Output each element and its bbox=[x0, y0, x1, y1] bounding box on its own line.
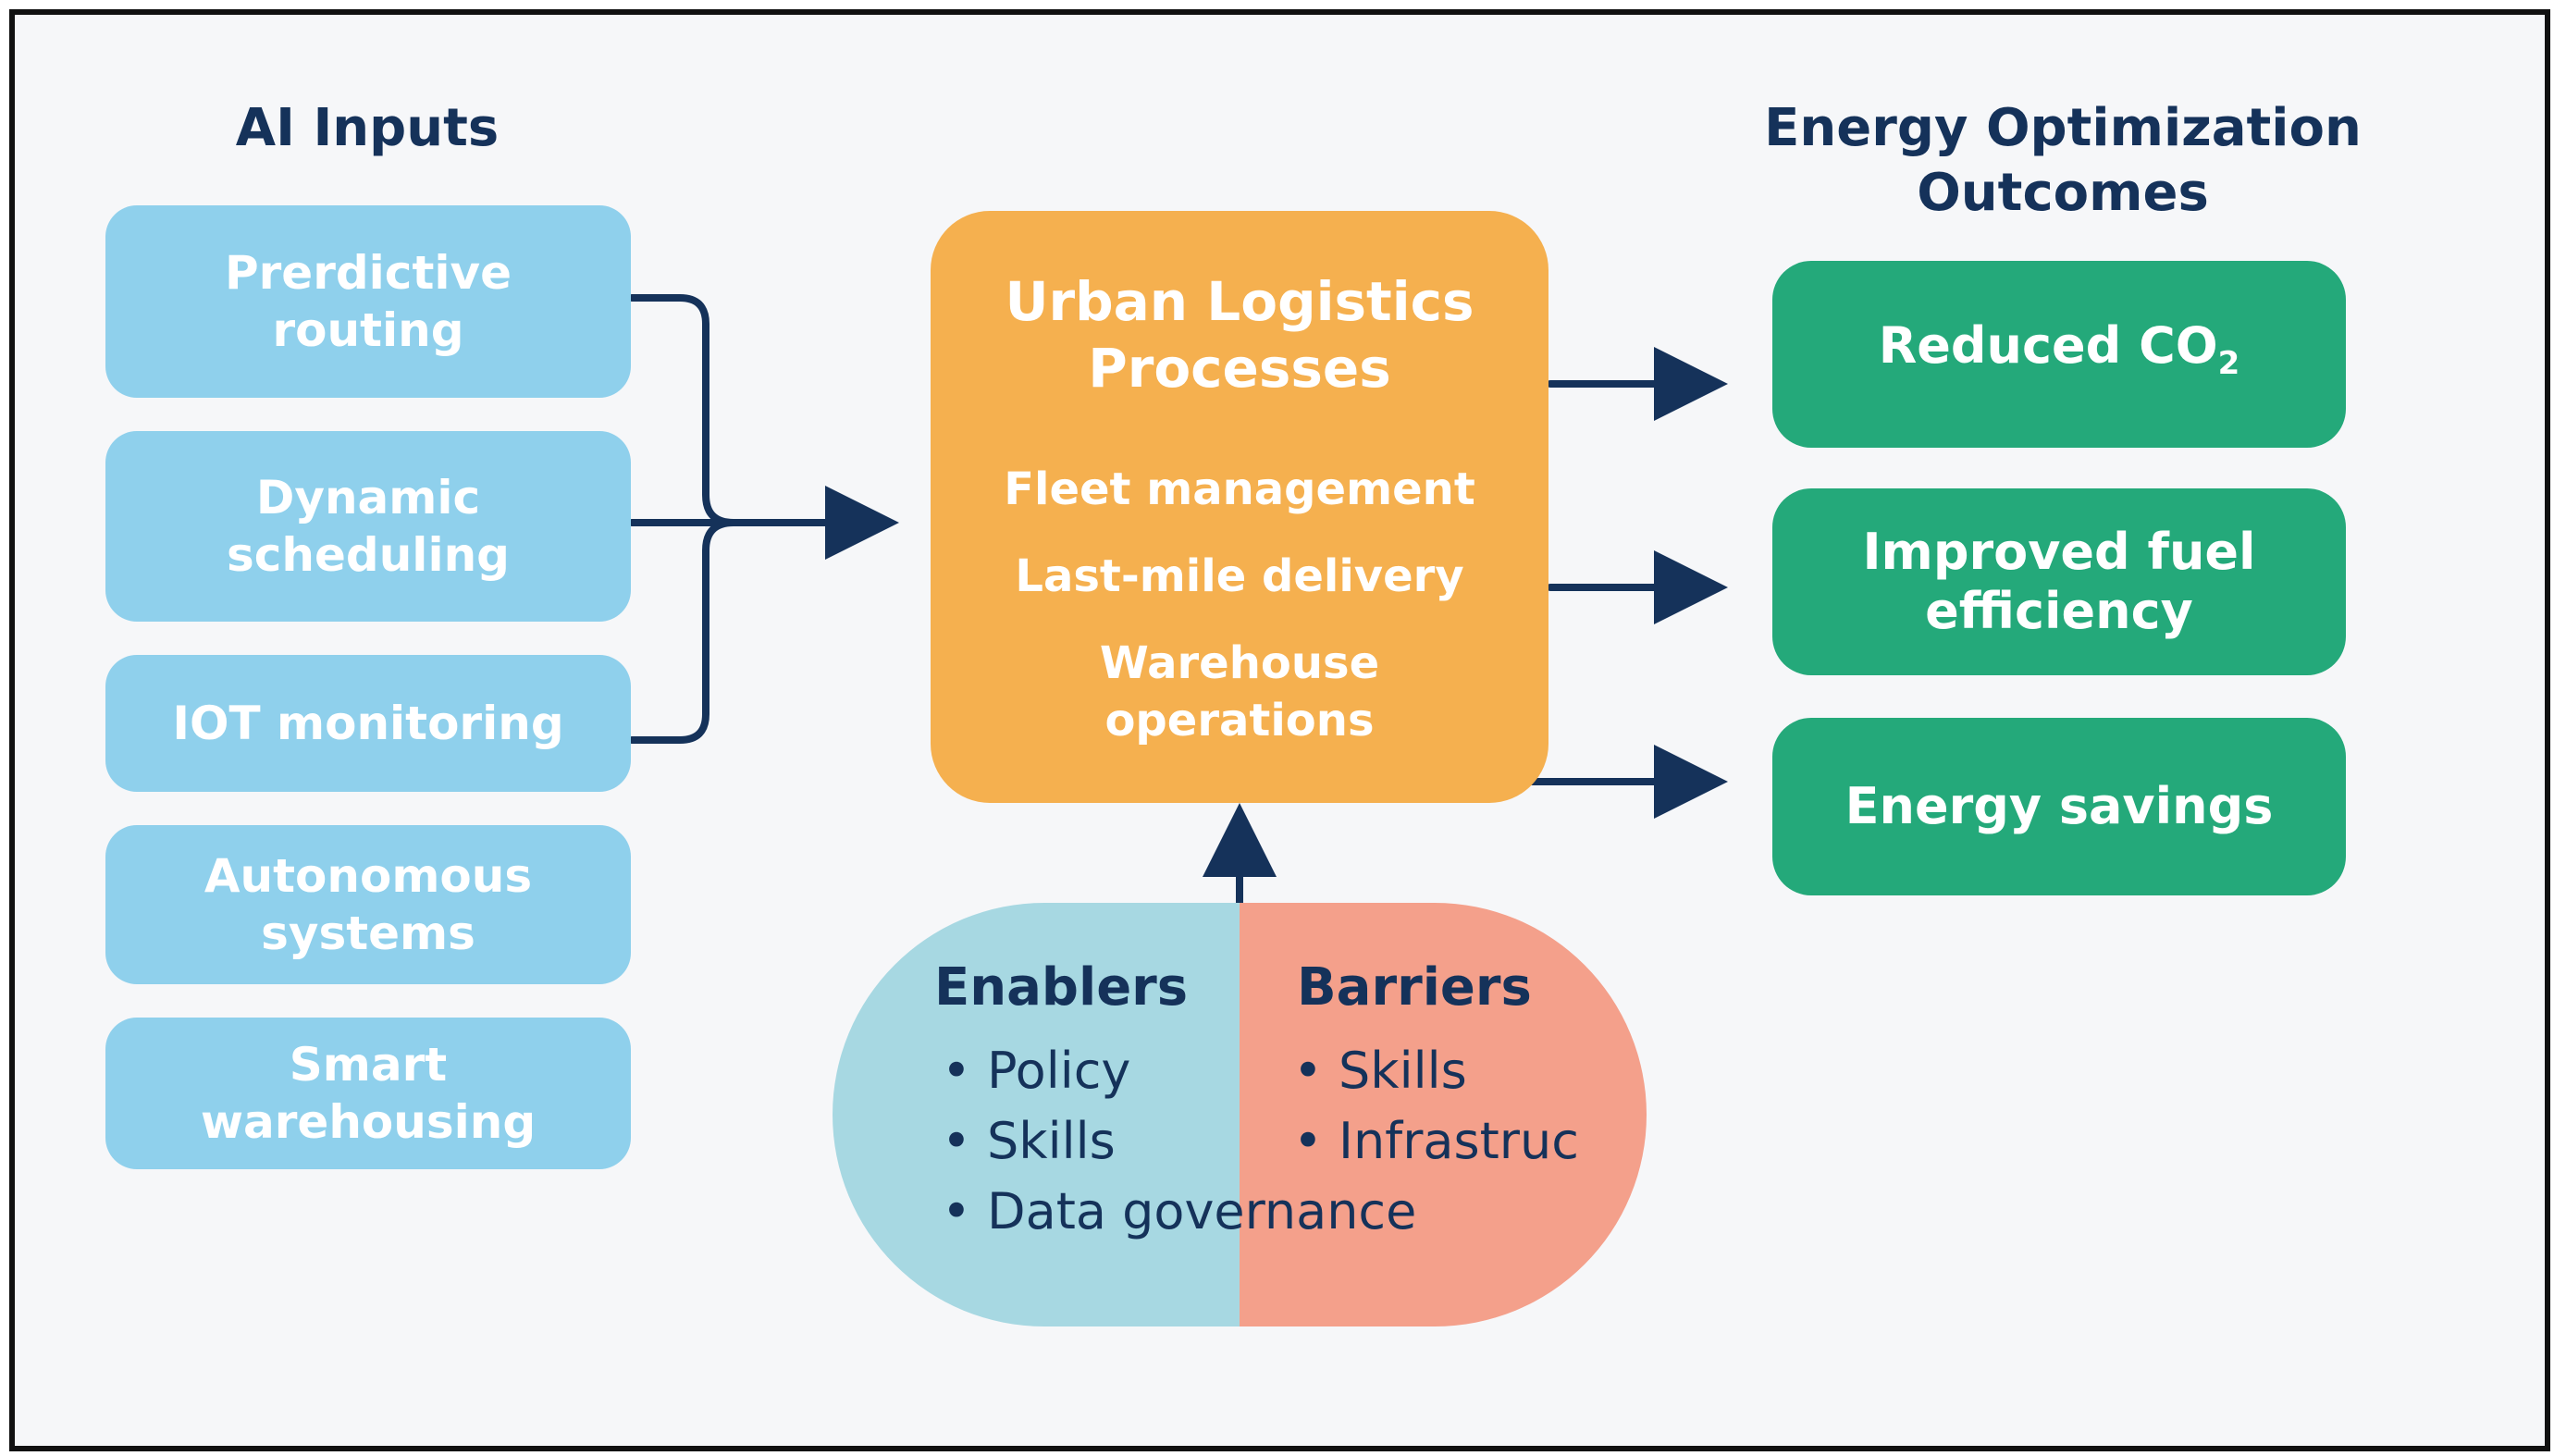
process-item-fleet: Fleet management bbox=[1004, 463, 1475, 515]
input-label-line2: scheduling bbox=[227, 528, 510, 582]
input-dynamic-scheduling: Dynamic scheduling bbox=[105, 431, 631, 622]
process-item-last-mile: Last-mile delivery bbox=[1015, 550, 1464, 602]
process-item-operations: operations bbox=[1104, 695, 1375, 747]
input-smart-warehousing: Smart warehousing bbox=[105, 1018, 631, 1169]
barrier-item: • Infrastruc bbox=[1293, 1112, 1579, 1170]
outcome-improved-fuel-efficiency: Improved fuel efficiency bbox=[1772, 488, 2346, 675]
process-title-line1: Urban Logistics bbox=[1005, 270, 1474, 333]
barrier-item-text: Skills bbox=[1339, 1042, 1467, 1100]
enabler-item: • Data governance bbox=[942, 1182, 1417, 1240]
enabler-item: • Skills bbox=[942, 1112, 1116, 1170]
enabler-item-text: Skills bbox=[987, 1112, 1116, 1170]
input-label-line2: systems bbox=[261, 907, 475, 960]
outcomes-heading-line1: Energy Optimization bbox=[1764, 98, 2362, 158]
urban-logistics-process-box: Urban Logistics Processes Fleet manageme… bbox=[931, 211, 1548, 803]
enabler-item-text: Data governance bbox=[987, 1182, 1417, 1240]
input-autonomous-systems: Autonomous systems bbox=[105, 825, 631, 984]
enablers-half bbox=[833, 903, 1240, 1326]
input-iot-monitoring: IOT monitoring bbox=[105, 655, 631, 792]
outcomes-heading: Energy Optimization Outcomes bbox=[1656, 96, 2470, 226]
ai-inputs-heading: AI Inputs bbox=[235, 98, 500, 158]
outcome-label-text: Reduced CO bbox=[1878, 315, 2218, 375]
bracket-connector bbox=[628, 294, 737, 744]
input-label-line2: routing bbox=[272, 303, 464, 357]
input-label-line2: warehousing bbox=[200, 1095, 537, 1149]
enablers-title: Enablers bbox=[934, 957, 1189, 1018]
barriers-title: Barriers bbox=[1297, 957, 1532, 1018]
barrier-item: • Skills bbox=[1293, 1042, 1467, 1100]
input-label-line1: Dynamic bbox=[255, 471, 481, 524]
process-title-line2: Processes bbox=[1088, 337, 1391, 400]
input-label-line1: Smart bbox=[289, 1038, 448, 1092]
outcomes-heading-line2: Outcomes bbox=[1917, 163, 2209, 223]
process-item-warehouse: Warehouse bbox=[1099, 637, 1380, 689]
outcome-reduced-co2: Reduced CO2 bbox=[1772, 261, 2346, 448]
enabler-item-text: Policy bbox=[987, 1042, 1131, 1100]
outcome-label: Energy savings bbox=[1845, 777, 2274, 835]
input-label-line1: IOT monitoring bbox=[172, 697, 564, 750]
barrier-item-text: Infrastruc bbox=[1339, 1112, 1579, 1170]
outcome-label-line1: Improved fuel bbox=[1862, 523, 2256, 581]
outcome-energy-savings: Energy savings bbox=[1772, 718, 2346, 895]
input-label-line1: Prerdictive bbox=[225, 246, 512, 300]
enablers-barriers-pill bbox=[833, 903, 1647, 1326]
outcome-label: Reduced CO2 bbox=[1879, 316, 2240, 393]
enabler-item: • Policy bbox=[942, 1042, 1131, 1100]
barriers-half bbox=[1240, 903, 1647, 1326]
input-label-line1: Autonomous bbox=[204, 849, 533, 903]
input-predictive-routing: Prerdictive routing bbox=[105, 205, 631, 398]
co2-subscript: 2 bbox=[2217, 344, 2240, 382]
outcome-label-line2: efficiency bbox=[1925, 582, 2193, 640]
process-title: Urban Logistics Processes bbox=[931, 268, 1548, 401]
